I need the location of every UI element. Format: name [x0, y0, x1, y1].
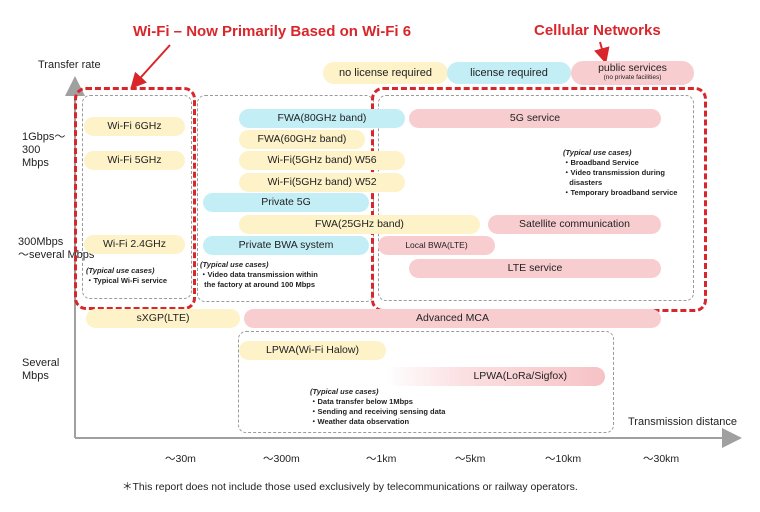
wifi-group-box	[82, 95, 192, 299]
note-cellular-line-4: ・Temporary broadband service	[563, 188, 678, 197]
x-tick-1km: ～1km	[366, 453, 397, 465]
x-tick-10km: ～10km	[545, 453, 582, 465]
x-tick-300m: ～300m	[263, 453, 300, 465]
bar-local-bwa: Local BWA(LTE)	[378, 236, 495, 255]
note-wifi-line-1: ・Typical Wi-Fi service	[86, 276, 168, 285]
note-cellular-line-1: ・Broadband Service	[563, 158, 639, 167]
bar-sxgp: sXGP(LTE)	[86, 309, 240, 328]
y-tick-several-mbps: Several Mbps	[22, 357, 60, 382]
bar-wifi-5ghz: Wi-Fi 5GHz	[84, 151, 185, 170]
bar-lte-service: LTE service	[409, 259, 661, 278]
cellular-title: Cellular Networks	[534, 22, 661, 39]
bar-wifi-6ghz: Wi-Fi 6GHz	[84, 117, 185, 136]
bar-wifi-24ghz: Wi-Fi 2.4GHz	[84, 235, 185, 254]
cellular-arrow	[594, 41, 610, 64]
legend-public-services-sub: (no private facilities)	[603, 74, 662, 81]
y-axis-title: Transfer rate	[38, 59, 101, 71]
bar-satellite: Satellite communication	[488, 215, 661, 234]
note-private-line-0: (Typical use cases)	[200, 260, 269, 269]
x-tick-30m: ～30m	[165, 453, 196, 465]
wifi-highlight-box	[74, 87, 196, 310]
note-cellular-line-2: ・Video transmission during	[563, 168, 665, 177]
x-tick-5km: ～5km	[455, 453, 486, 465]
wifi-title: Wi-Fi – Now Primarily Based on Wi-Fi 6	[133, 23, 412, 40]
bar-fwa-25ghz: FWA(25GHz band)	[239, 215, 480, 234]
legend-no-license: no license required	[323, 62, 448, 84]
bar-private-5g: Private 5G	[203, 193, 369, 212]
bar-fwa-80ghz: FWA(80GHz band)	[239, 109, 405, 128]
wifi-arrow	[130, 44, 171, 89]
note-lpwa-line-3: ・Weather data observation	[310, 417, 410, 426]
note-wifi: (Typical use cases) ・Typical Wi-Fi servi…	[86, 266, 167, 286]
y-tick-1gbps: 1Gbps～ 300 Mbps	[22, 131, 66, 169]
note-private-line-1: ・Video data transmission within	[200, 270, 318, 279]
x-tick-30km: ～30km	[643, 453, 680, 465]
lpwa-group-box	[238, 331, 614, 433]
bar-lpwa-lora: LPWA(LoRa/Sigfox)	[385, 367, 605, 386]
bar-advanced-mca: Advanced MCA	[244, 309, 661, 328]
bar-private-bwa: Private BWA system	[203, 236, 369, 255]
legend-public-services-label: public services	[598, 62, 667, 74]
note-lpwa: (Typical use cases) ・Data transfer below…	[310, 387, 445, 427]
footnote: ＊This report does not include those used…	[122, 481, 578, 493]
note-wifi-line-0: (Typical use cases)	[86, 266, 155, 275]
note-private-line-2: the factory at around 100 Mbps	[200, 280, 316, 289]
note-lpwa-line-2: ・Sending and receiving sensing data	[310, 407, 446, 416]
bar-wifi-w56: Wi-Fi(5GHz band) W56	[239, 151, 405, 170]
note-cellular-line-3: disasters	[563, 178, 603, 187]
note-cellular-line-0: (Typical use cases)	[563, 148, 632, 157]
note-private: (Typical use cases) ・Video data transmis…	[200, 260, 318, 290]
note-lpwa-line-0: (Typical use cases)	[310, 387, 379, 396]
legend-license: license required	[447, 62, 571, 84]
legend-public-services: public services (no private facilities)	[571, 61, 694, 85]
x-axis-title: Transmission distance	[628, 416, 738, 428]
bar-fwa-60ghz: FWA(60GHz band)	[239, 130, 365, 149]
note-lpwa-line-1: ・Data transfer below 1Mbps	[310, 397, 413, 406]
note-cellular: (Typical use cases) ・Broadband Service ・…	[563, 148, 677, 198]
bar-lpwa-halow: LPWA(Wi-Fi Halow)	[239, 341, 386, 360]
cellular-group-box	[378, 95, 694, 301]
bar-wifi-w52: Wi-Fi(5GHz band) W52	[239, 173, 405, 192]
bar-5g-service: 5G service	[409, 109, 661, 128]
